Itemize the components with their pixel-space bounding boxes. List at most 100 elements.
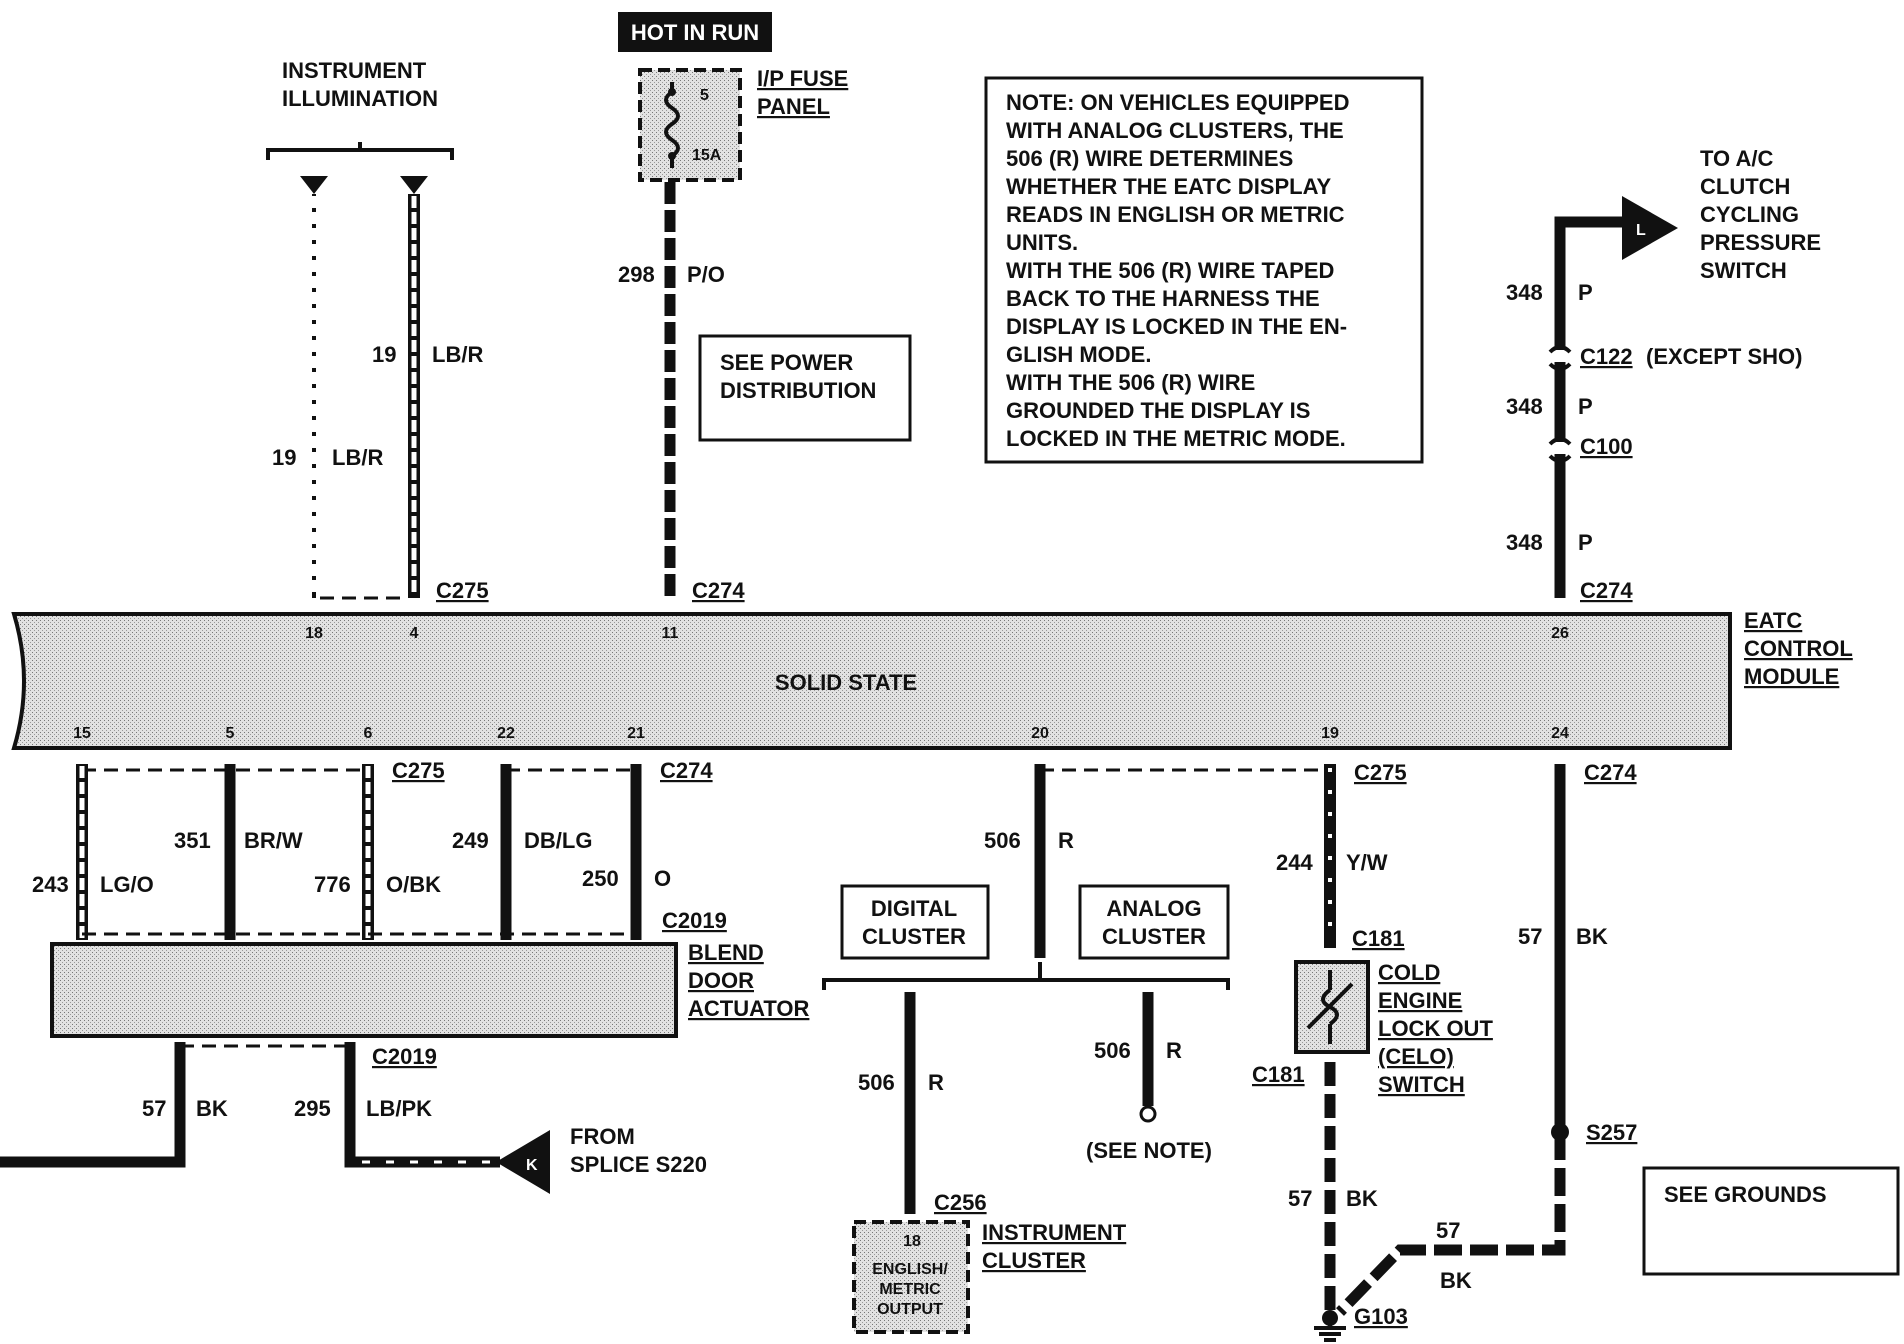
analog-cluster-box (1078, 884, 1230, 960)
note-line-3: 506 (R) WIRE DETERMINES (1006, 146, 1293, 171)
instrument-illumination-line2: ILLUMINATION (282, 86, 438, 111)
module-pin-18: 18 (305, 625, 323, 642)
wire-506-top-circuit: 506 (984, 828, 1021, 853)
wire-348-top-circuit: 348 (1506, 280, 1543, 305)
to-ac-line3: CYCLING (1700, 202, 1799, 227)
module-pin-21: 21 (627, 725, 645, 742)
c274-top-left: C274 (692, 578, 745, 603)
note-line-10: GLISH MODE. (1006, 342, 1151, 367)
wire-348-top-color: P (1578, 280, 1593, 305)
wire-348 (1554, 216, 1630, 598)
fuse-terminal-top (668, 88, 676, 96)
wire-295-circuit: 295 (294, 1096, 331, 1121)
note-line-12: GROUNDED THE DISPLAY IS (1006, 398, 1310, 423)
wire-506-analog-circuit: 506 (1094, 1038, 1131, 1063)
module-pin-6: 6 (364, 725, 373, 742)
analog-cluster-line1: ANALOG (1106, 896, 1201, 921)
note-line-8: BACK TO THE HARNESS THE (1006, 286, 1320, 311)
c275-bottom-mid: C275 (1354, 760, 1407, 785)
wire-57-ground-circuit: 57 (1436, 1218, 1460, 1243)
hot-in-run-banner (618, 12, 772, 52)
module-pin-15: 15 (73, 725, 91, 742)
wire-295 (344, 1042, 500, 1168)
wire-19-right-circuit: 19 (372, 342, 396, 367)
see-note-label: (SEE NOTE) (1086, 1138, 1212, 1163)
instrument-cluster-output-2: METRIC (879, 1281, 941, 1298)
celo-line5: SWITCH (1378, 1072, 1465, 1097)
eatc-module (11, 612, 1732, 750)
fuse-element (664, 82, 680, 168)
see-power-line2: DISTRIBUTION (720, 378, 876, 403)
hot-in-run-label: HOT IN RUN (631, 20, 759, 45)
c122-gap (1548, 350, 1572, 362)
c122-label: C122 (1580, 344, 1633, 369)
module-pin-20: 20 (1031, 725, 1049, 742)
eatc-label-line1: EATC (1744, 608, 1802, 633)
ip-fuse-panel-line2: PANEL (757, 94, 830, 119)
to-ac-line1: TO A/C (1700, 146, 1773, 171)
wire-298-color: P/O (687, 262, 725, 287)
wire-57-left (0, 1042, 186, 1168)
module-pin-22: 22 (497, 725, 515, 742)
wire-298-circuit: 298 (618, 262, 655, 287)
c274-top-right: C274 (1580, 578, 1633, 603)
wire-244-circuit: 244 (1276, 850, 1313, 875)
wire-295-color: LB/PK (366, 1096, 432, 1121)
from-splice-line2: SPLICE S220 (570, 1152, 707, 1177)
wire-351-circuit: 351 (174, 828, 211, 853)
to-ac-line5: SWITCH (1700, 258, 1787, 283)
blend-door-line3: ACTUATOR (688, 996, 810, 1021)
illumination-arrow-right (400, 176, 428, 194)
c2019-bottom: C2019 (372, 1044, 437, 1069)
to-ac-line2: CLUTCH (1700, 174, 1790, 199)
instrument-illumination-line1: INSTRUMENT (282, 58, 427, 83)
wire-249-color: DB/LG (524, 828, 592, 853)
digital-cluster-line1: DIGITAL (871, 896, 957, 921)
wire-506-analog-color: R (1166, 1038, 1182, 1063)
wire-57-right-circuit: 57 (1518, 924, 1542, 949)
c275-top: C275 (436, 578, 489, 603)
note-line-7: WITH THE 506 (R) WIRE TAPED (1006, 258, 1334, 283)
instrument-cluster-line2: CLUSTER (982, 1248, 1086, 1273)
digital-cluster-line2: CLUSTER (862, 924, 966, 949)
wire-351-color: BR/W (244, 828, 303, 853)
ac-arrow (1622, 196, 1678, 260)
celo-line2: ENGINE (1378, 988, 1462, 1013)
celo-switch-symbol (1306, 970, 1354, 1044)
wire-19-left-circuit: 19 (272, 445, 296, 470)
wire-249-circuit: 249 (452, 828, 489, 853)
c181-top: C181 (1352, 926, 1405, 951)
note-line-9: DISPLAY IS LOCKED IN THE EN- (1006, 314, 1347, 339)
digital-cluster-box (840, 884, 990, 960)
wire-244-color: Y/W (1346, 850, 1388, 875)
c100-gap (1548, 442, 1572, 454)
illumination-arrow-left (300, 176, 328, 194)
note-text: NOTE: ON VEHICLES EQUIPPED WITH ANALOG C… (1006, 90, 1350, 451)
wire-348-low-color: P (1578, 530, 1593, 555)
module-pin-5: 5 (226, 725, 235, 742)
wire-57-left-circuit: 57 (142, 1096, 166, 1121)
ground-symbol (1314, 1318, 1346, 1342)
module-pin-24: 24 (1551, 725, 1569, 742)
celo-line4: (CELO) (1378, 1044, 1454, 1069)
note-line-1: NOTE: ON VEHICLES EQUIPPED (1006, 90, 1350, 115)
fuse-box (638, 68, 742, 182)
c100-symbol (1548, 437, 1572, 463)
wire-250-color: O (654, 866, 671, 891)
wire-19-right-color: LB/R (432, 342, 483, 367)
c275-bottom-left: C275 (392, 758, 445, 783)
module-pin-19: 19 (1321, 725, 1339, 742)
celo-line1: COLD (1378, 960, 1440, 985)
wire-506-digital-color: R (928, 1070, 944, 1095)
wire-506-digital-circuit: 506 (858, 1070, 895, 1095)
wire-506-top-color: R (1058, 828, 1074, 853)
splice-arrow-letter: K (526, 1157, 538, 1174)
instrument-cluster-line1: INSTRUMENT (982, 1220, 1127, 1245)
wire-506-analog-end (1139, 1105, 1157, 1123)
eatc-label-line2: CONTROL (1744, 636, 1853, 661)
illumination-bracket (266, 142, 454, 160)
wire-243-color: LG/O (100, 872, 154, 897)
wire-243-circuit: 243 (32, 872, 69, 897)
note-box (984, 76, 1424, 464)
